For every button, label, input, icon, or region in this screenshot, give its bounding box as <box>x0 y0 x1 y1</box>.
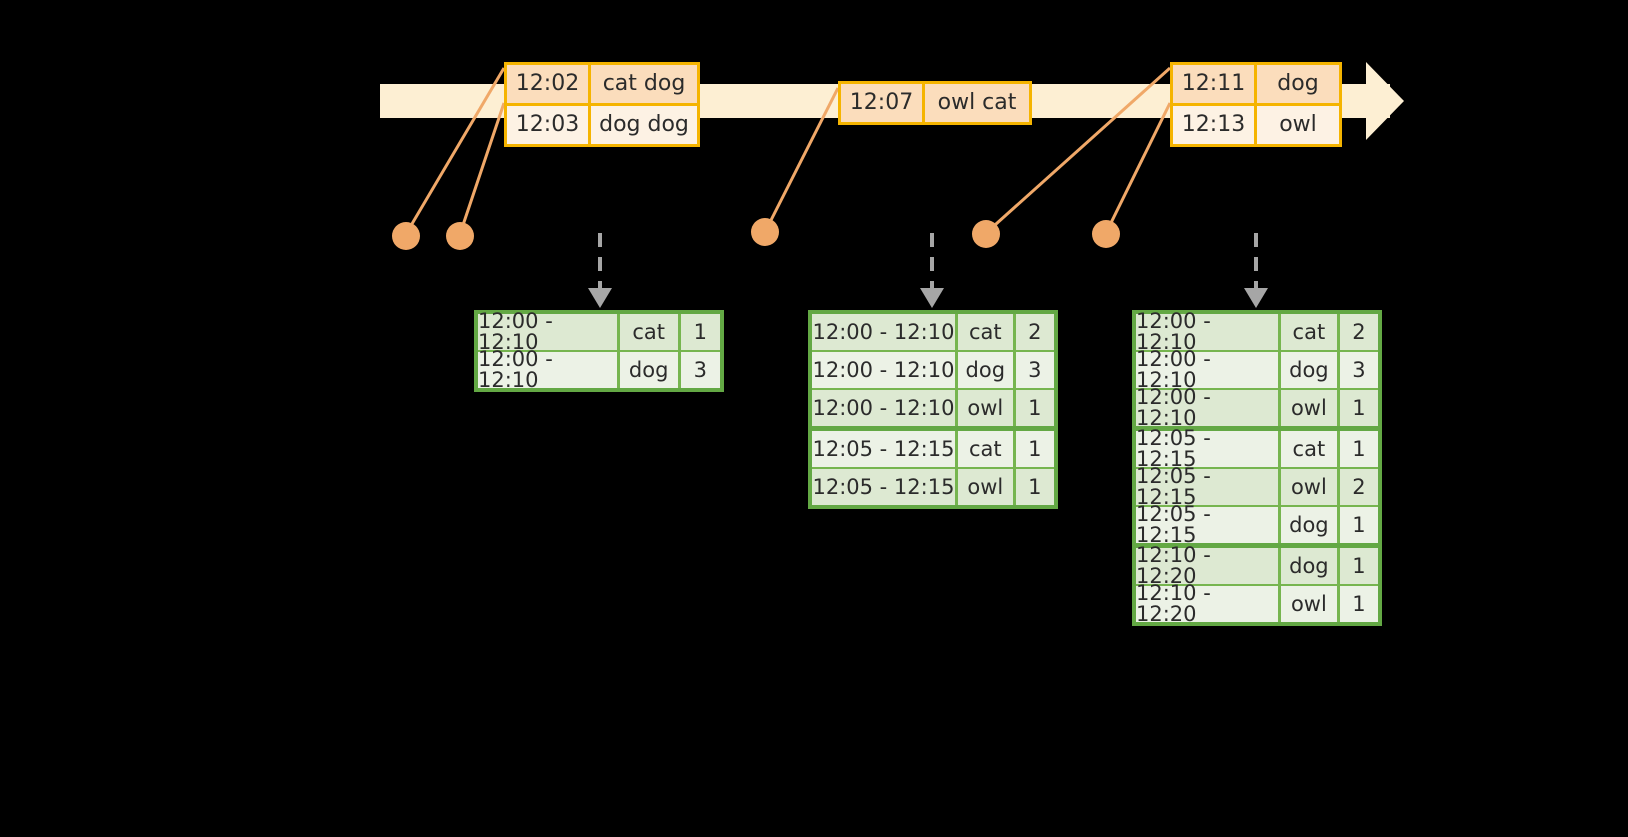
cell-window: 12:05 - 12:15 <box>1136 504 1281 546</box>
table-row[interactable]: 12:10 - 12:20 dog 1 <box>1136 545 1378 587</box>
event-row[interactable]: 12:07 owl cat <box>841 84 1029 122</box>
event-row[interactable]: 12:13 owl <box>1173 103 1339 144</box>
cell-window: 12:05 - 12:15 <box>812 469 958 505</box>
flow-arrow-2 <box>920 233 944 308</box>
cell-count: 1 <box>1339 390 1378 426</box>
cell-count: 1 <box>1339 507 1378 543</box>
cell-window: 12:05 - 12:15 <box>812 431 958 467</box>
cell-window: 12:05 - 12:15 <box>1136 466 1281 508</box>
cell-count: 1 <box>1339 548 1378 584</box>
flow-arrow-1 <box>588 233 612 308</box>
table-row[interactable]: 12:00 - 12:10 cat 2 <box>1136 311 1378 353</box>
result-table-2: 12:00 - 12:10 cat 2 12:00 - 12:10 dog 3 … <box>808 310 1058 509</box>
cell-word: owl <box>1280 586 1340 622</box>
table-row[interactable]: 12:05 - 12:15 cat 1 <box>812 431 1054 469</box>
cell-window: 12:00 - 12:10 <box>1136 349 1281 391</box>
table-row[interactable]: 12:00 - 12:10 cat 1 <box>478 311 720 353</box>
connector-line-2 <box>458 102 506 235</box>
cell-word: dog <box>957 352 1016 388</box>
table-row[interactable]: 12:00 - 12:10 dog 3 <box>812 352 1054 390</box>
cell-word: cat <box>619 314 681 350</box>
event-words: owl <box>1279 112 1317 137</box>
cell-window: 12:05 - 12:15 <box>1136 428 1281 470</box>
cell-count: 1 <box>1015 469 1054 505</box>
event-words: dog <box>1277 71 1319 96</box>
event-row[interactable]: 12:02 cat dog <box>507 65 697 103</box>
table-row[interactable]: 12:00 - 12:10 dog 3 <box>478 349 720 391</box>
cell-count: 1 <box>1339 586 1378 622</box>
cell-count: 2 <box>1339 314 1378 350</box>
connector-line-1 <box>404 67 506 235</box>
table-row[interactable]: 12:05 - 12:15 cat 1 <box>1136 428 1378 470</box>
cell-word: cat <box>1280 431 1340 467</box>
cell-word: dog <box>1280 507 1340 543</box>
cell-word: dog <box>1280 352 1340 388</box>
event-time: 12:11 <box>1173 65 1257 103</box>
cell-window: 12:00 - 12:10 <box>812 314 958 350</box>
event-time: 12:07 <box>841 84 925 122</box>
event-dot-3 <box>751 218 779 246</box>
result-table-3: 12:00 - 12:10 cat 2 12:00 - 12:10 dog 3 … <box>1132 310 1382 626</box>
event-group-1: 12:02 cat dog 12:03 dog dog <box>504 62 700 147</box>
cell-window: 12:10 - 12:20 <box>1136 545 1281 587</box>
event-words: dog dog <box>599 112 689 137</box>
event-words: cat dog <box>602 71 686 96</box>
event-dot-1 <box>392 222 420 250</box>
cell-window: 12:00 - 12:10 <box>812 352 958 388</box>
cell-window: 12:00 - 12:10 <box>1136 387 1281 429</box>
cell-word: cat <box>1280 314 1340 350</box>
cell-window: 12:00 - 12:10 <box>478 311 620 353</box>
cell-count: 1 <box>680 314 720 350</box>
event-time: 12:02 <box>507 65 591 103</box>
table-row[interactable]: 12:00 - 12:10 owl 1 <box>1136 387 1378 431</box>
cell-word: owl <box>1280 390 1340 426</box>
connector-line-5 <box>1104 102 1172 234</box>
cell-count: 1 <box>1339 431 1378 467</box>
flow-arrow-3 <box>1244 233 1268 308</box>
cell-count: 3 <box>1339 352 1378 388</box>
cell-count: 3 <box>1015 352 1054 388</box>
cell-count: 2 <box>1339 469 1378 505</box>
result-table-1: 12:00 - 12:10 cat 1 12:00 - 12:10 dog 3 <box>474 310 724 392</box>
cell-window: 12:10 - 12:20 <box>1136 583 1281 625</box>
table-row[interactable]: 12:00 - 12:10 dog 3 <box>1136 349 1378 391</box>
flow-arrows <box>588 233 1268 308</box>
cell-word: owl <box>957 390 1016 426</box>
event-dot-2 <box>446 222 474 250</box>
cell-word: owl <box>1280 469 1340 505</box>
event-row[interactable]: 12:11 dog <box>1173 65 1339 103</box>
cell-word: dog <box>1280 548 1340 584</box>
table-row[interactable]: 12:05 - 12:15 owl 2 <box>1136 466 1378 508</box>
table-row[interactable]: 12:10 - 12:20 owl 1 <box>1136 583 1378 625</box>
cell-window: 12:00 - 12:10 <box>478 349 620 391</box>
cell-count: 3 <box>680 352 720 388</box>
cell-word: dog <box>619 352 681 388</box>
table-row[interactable]: 12:05 - 12:15 dog 1 <box>1136 504 1378 548</box>
table-row[interactable]: 12:00 - 12:10 owl 1 <box>812 390 1054 431</box>
cell-window: 12:00 - 12:10 <box>1136 311 1281 353</box>
event-row[interactable]: 12:03 dog dog <box>507 103 697 144</box>
table-row[interactable]: 12:00 - 12:10 cat 2 <box>812 314 1054 352</box>
cell-word: cat <box>957 431 1016 467</box>
event-dot-4 <box>972 220 1000 248</box>
cell-word: cat <box>957 314 1016 350</box>
event-time: 12:03 <box>507 106 591 144</box>
cell-count: 2 <box>1015 314 1054 350</box>
table-row[interactable]: 12:05 - 12:15 owl 1 <box>812 469 1054 505</box>
cell-count: 1 <box>1015 431 1054 467</box>
event-group-3: 12:11 dog 12:13 owl <box>1170 62 1342 147</box>
cell-window: 12:00 - 12:10 <box>812 390 958 426</box>
connector-dots <box>392 218 1120 250</box>
event-words: owl cat <box>937 90 1017 115</box>
event-group-2: 12:07 owl cat <box>838 81 1032 125</box>
cell-word: owl <box>957 469 1016 505</box>
connector-line-3 <box>763 87 840 233</box>
event-time: 12:13 <box>1173 106 1257 144</box>
cell-count: 1 <box>1015 390 1054 426</box>
event-dot-5 <box>1092 220 1120 248</box>
